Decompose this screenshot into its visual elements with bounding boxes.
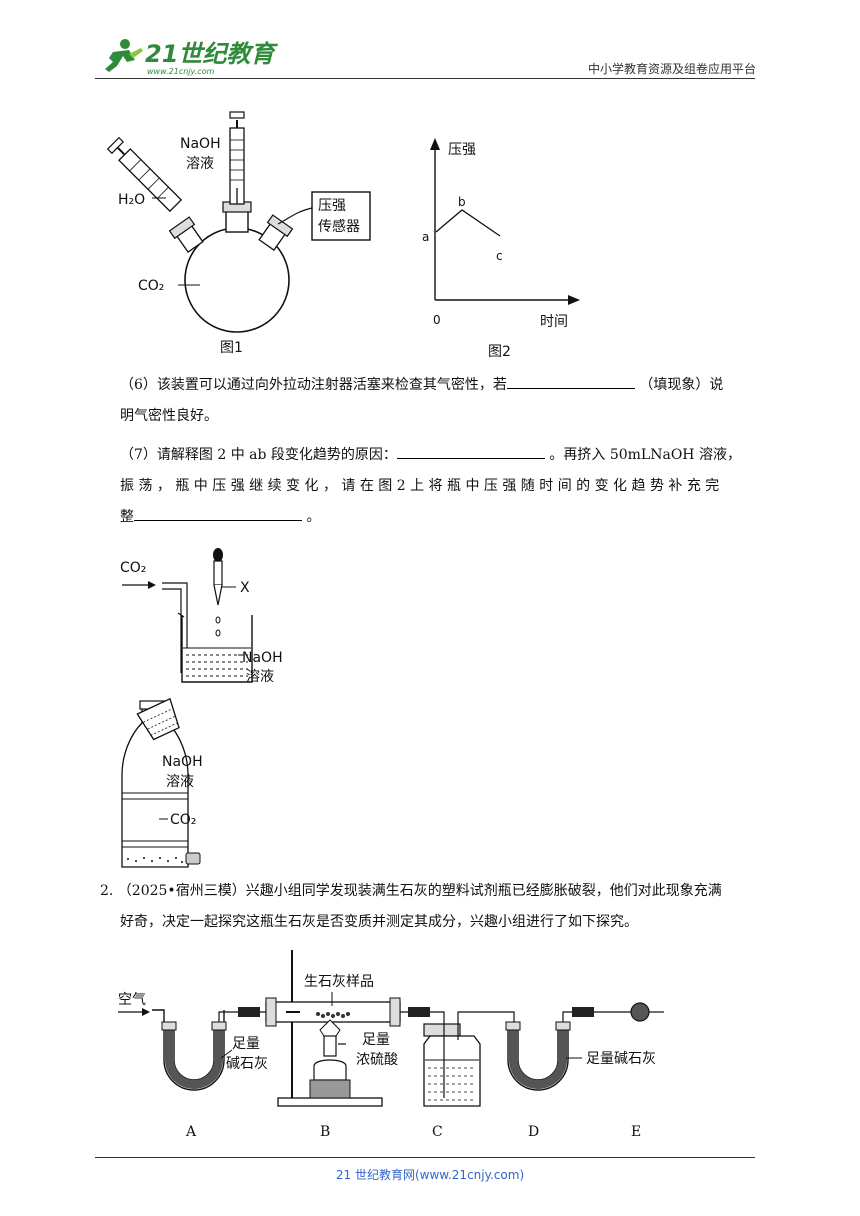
q7-text-d: 整	[120, 509, 134, 525]
fig4-naoh-label: NaOH	[162, 754, 203, 770]
figure-1-apparatus	[106, 111, 371, 333]
fig2-point-b: b	[458, 195, 466, 209]
apparatus-label-b: B	[320, 1124, 330, 1140]
apparatus-b-heated-tube	[265, 950, 401, 1107]
q7-answer-blank-1[interactable]	[396, 442, 545, 459]
fig1-water-label: H₂O	[118, 192, 145, 208]
fig1-co2-label: CO₂	[138, 278, 164, 294]
fig3-naoh-label: NaOH	[242, 650, 283, 666]
fig2-point-c: c	[496, 249, 503, 263]
site-logo: 21世纪教育 www.21cnjy.com	[95, 36, 278, 78]
figure-3-beaker: CO₂ X NaOH 溶液	[120, 548, 283, 685]
fig1-naoh-label: NaOH	[180, 136, 221, 152]
q7-answer-blank-2[interactable]	[134, 504, 302, 521]
fig2-x-label: 时间	[540, 314, 568, 330]
fig3-solution-label: 溶液	[246, 669, 274, 685]
q6-text-b: （填现象）说	[639, 377, 724, 393]
question-6: （6）该装置可以通过向外拉动注射器活塞来检查其气密性，若 （填现象）说 明气密性…	[120, 370, 760, 432]
q7-text-a: （7）请解释图 2 中 ab 段变化趋势的原因：	[120, 447, 397, 463]
fig1-sensor-line1: 压强	[318, 198, 346, 214]
fig5-d-label: 足量碱石灰	[586, 1051, 656, 1067]
apparatus-label-e: E	[631, 1124, 641, 1140]
fig1-caption: 图1	[220, 340, 243, 356]
q2-line1: 2. （2025•宿州三模）兴趣小组同学发现装满生石灰的塑料试剂瓶已经膨胀破裂，…	[100, 883, 722, 899]
platform-title: 中小学教育资源及组卷应用平台	[587, 62, 756, 76]
q2-line2: 好奇，决定一起探究这瓶生石灰是否变质并测定其成分，兴趣小组进行了如下探究。	[120, 914, 638, 930]
apparatus-label-c: C	[432, 1124, 443, 1140]
fig2-origin: 0	[433, 313, 441, 327]
apparatus-c-bottle	[423, 1011, 504, 1107]
apparatus-label-d: D	[528, 1124, 539, 1140]
fig1-solution-label: 溶液	[186, 156, 214, 172]
fig5-c-line2: 浓硫酸	[356, 1052, 398, 1068]
fig3-co2-label: CO₂	[120, 560, 146, 576]
fig1-sensor-line2: 传感器	[318, 218, 360, 235]
figure-5-apparatus: 空气 足量 碱石灰 生石灰样品	[118, 950, 664, 1140]
fig3-x-label: X	[240, 580, 250, 596]
header-divider	[95, 78, 755, 79]
figure-1-2: NaOH 溶液 H₂O CO₂ 压强 传感器 图1 压强 时间 0 a b c …	[106, 111, 580, 360]
runner-icon	[105, 39, 143, 72]
logo-url: www.21cnjy.com	[147, 67, 214, 76]
footer-divider	[95, 1157, 755, 1158]
fig2-caption: 图2	[488, 344, 511, 360]
fig4-co2-label: CO₂	[170, 812, 196, 828]
fig5-air-label: 空气	[118, 992, 146, 1008]
figure-4-bottle: NaOH 溶液 CO₂	[121, 697, 203, 868]
q7-text-b: 。再挤入 50mLNaOH 溶液，	[549, 447, 741, 463]
fig5-c-line1: 足量	[362, 1032, 390, 1048]
apparatus-e-drying-tube	[630, 1002, 664, 1022]
fig5-a-line1: 足量	[232, 1036, 260, 1052]
q7-text-c: 振 荡 ， 瓶 中 压 强 继 续 变 化 ， 请 在 图 2 上 将 瓶 中 …	[120, 478, 720, 494]
q6-text-c: 明气密性良好。	[120, 408, 218, 424]
apparatus-label-a: A	[185, 1124, 197, 1140]
logo-text: 21世纪教育	[145, 40, 278, 68]
figure-2-graph	[430, 138, 580, 305]
footer-link[interactable]: 21 世纪教育网(www.21cnjy.com)	[335, 1168, 525, 1182]
q6-answer-blank[interactable]	[506, 372, 635, 389]
fig5-sample-label: 生石灰样品	[304, 974, 374, 990]
fig4-solution-label: 溶液	[166, 774, 194, 790]
apparatus-d-u-tube	[504, 1007, 632, 1091]
fig2-point-a: a	[422, 230, 429, 244]
question-7: （7）请解释图 2 中 ab 段变化趋势的原因： 。再挤入 50mLNaOH 溶…	[120, 440, 760, 533]
fig5-a-line2: 碱石灰	[226, 1056, 268, 1072]
fig2-y-label: 压强	[448, 142, 476, 158]
q7-text-e: 。	[306, 509, 321, 525]
q6-text-a: （6）该装置可以通过向外拉动注射器活塞来检查其气密性，若	[120, 377, 507, 393]
apparatus-a-u-tube	[152, 1007, 266, 1091]
question-2: 2. （2025•宿州三模）兴趣小组同学发现装满生石灰的塑料试剂瓶已经膨胀破裂，…	[100, 876, 760, 938]
